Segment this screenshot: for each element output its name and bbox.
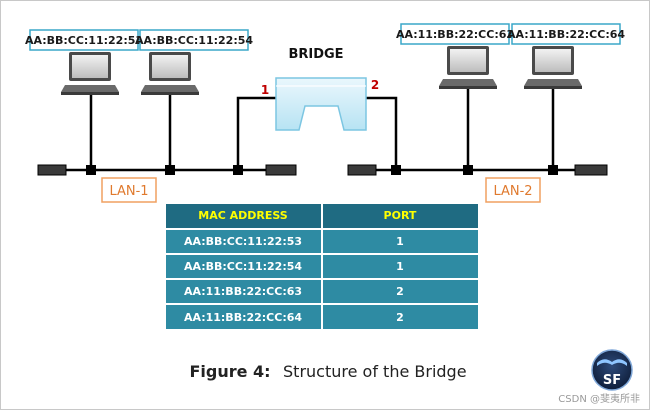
table-cell [323,230,478,253]
table-header-cell [323,204,478,228]
table-row-mac: AA:11:BB:22:CC:63 [184,285,302,298]
caption-label: Figure 4: [189,362,270,381]
laptop-icon [61,52,119,95]
table-cell [166,230,321,253]
table-header-port: PORT [384,209,417,222]
mac-label-box [511,23,621,45]
table-header-cell [166,204,321,228]
table-row-port: 1 [396,235,404,248]
mac-label: AA:BB:CC:11:22:54 [135,34,253,47]
table-cell [166,305,321,329]
watermark: CSDN @斐夷所非 [558,392,640,405]
laptop-icon [439,46,497,89]
lan1-bus [37,93,297,176]
caption-text: Structure of the Bridge [283,362,467,381]
figure-caption: Figure 4: Structure of the Bridge [189,362,466,381]
lan2-label: LAN-2 [493,184,532,199]
sf-logo-icon: SF [591,349,633,391]
table-row-mac: AA:11:BB:22:CC:64 [184,311,302,324]
logo-text: SF [603,373,621,388]
lan2-label-box [485,177,541,203]
bridge-port-1-label: 1 [261,83,269,97]
table-cell [166,280,321,303]
mac-label-box [400,23,510,45]
table-header-mac: MAC ADDRESS [198,209,288,222]
table-cell [323,255,478,278]
mac-label-box [29,29,139,51]
lan1-label: LAN-1 [109,184,148,199]
lan1-label-box [101,177,157,203]
table-row-port: 1 [396,260,404,273]
lan2-bus [347,88,608,176]
bridge-device [275,77,367,131]
table-cell [166,255,321,278]
table-row-port: 2 [396,311,404,324]
laptop-icon [524,46,582,89]
bridge-title: BRIDGE [288,47,343,62]
table-row-port: 2 [396,285,404,298]
bridge-port-2-label: 2 [371,78,379,92]
table-cell [323,305,478,329]
mac-label: AA:11:BB:22:CC:63 [396,28,514,41]
table-row-mac: AA:BB:CC:11:22:54 [184,260,302,273]
mac-label-box [139,29,249,51]
laptop-icon [141,52,199,95]
mac-table: MAC ADDRESS PORT AA:BB:CC:11:22:53 1 AA:… [165,203,479,330]
mac-label: AA:BB:CC:11:22:53 [25,34,143,47]
table-row-mac: AA:BB:CC:11:22:53 [184,235,302,248]
table-cell [323,280,478,303]
mac-label: AA:11:BB:22:CC:64 [507,28,625,41]
bridge-links [236,96,398,165]
